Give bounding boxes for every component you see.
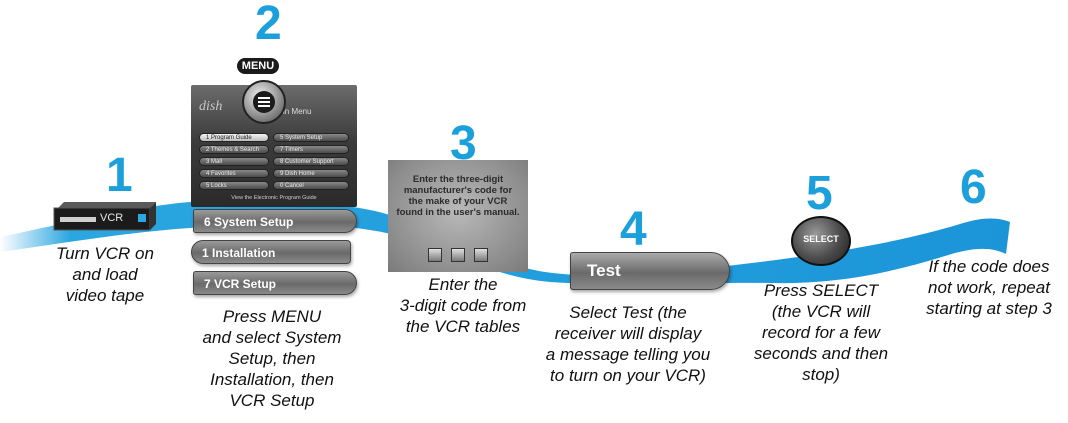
menu-remote-button[interactable] [242, 80, 286, 124]
menu-item-cancel[interactable]: 0 Cancel [273, 181, 349, 190]
menu-footer: View the Electronic Program Guide [231, 195, 317, 201]
menu-pill-installation[interactable]: 1 Installation [191, 240, 351, 264]
dish-logo: dish [199, 99, 223, 114]
menu-button[interactable]: MENU [237, 58, 279, 74]
step-caption-2: Press MENU and select System Setup, then… [202, 307, 342, 410]
menu-item-themes-search[interactable]: 2 Themes & Search [199, 145, 269, 154]
step-caption-6: If the code does not work, repeat starti… [926, 257, 1052, 318]
menu-item-locks[interactable]: 5 Locks [199, 181, 269, 190]
code-digit-2[interactable] [451, 248, 465, 262]
select-remote-button[interactable]: SELECT [791, 216, 851, 266]
code-digit-1[interactable] [428, 248, 442, 262]
menu-item-favorites[interactable]: 4 Favorites [199, 169, 269, 178]
step-caption-5: Press SELECT (the VCR will record for a … [753, 281, 889, 384]
select-button-label: SELECT [803, 234, 839, 244]
menu-button-label: MENU [241, 60, 275, 72]
code-entry-screen: Enter the three-digit manufacturer's cod… [388, 160, 528, 272]
menu-item-program-guide[interactable]: 1 Program Guide [199, 133, 269, 142]
vcr-label: VCR [100, 212, 124, 224]
code-instructions: Enter the three-digit manufacturer's cod… [396, 174, 520, 218]
menu-pill-vcr-setup[interactable]: 7 VCR Setup [193, 271, 357, 295]
step-number-1: 1 [106, 149, 133, 202]
menu-lines-icon [253, 91, 275, 113]
test-label: Test [587, 261, 621, 280]
main-menu-screen: dish in Menu 1 Program Guide 5 System Se… [191, 85, 357, 207]
step-number-2: 2 [255, 0, 282, 50]
test-button[interactable]: Test [570, 252, 730, 290]
step-number-6: 6 [960, 161, 987, 214]
menu-item-system-setup[interactable]: 5 System Setup [273, 133, 349, 142]
menu-item-dish-home[interactable]: 9 Dish Home [273, 169, 349, 178]
menu-title: in Menu [283, 107, 312, 116]
step-caption-1: Turn VCR on and load video tape [56, 244, 154, 305]
step-caption-3: Enter the 3-digit code from the VCR tabl… [399, 275, 527, 336]
menu-pill-system-setup[interactable]: 6 System Setup [193, 209, 357, 233]
menu-item-customer-support[interactable]: 8 Customer Support [273, 157, 349, 166]
step-number-3: 3 [450, 117, 477, 170]
menu-item-timers[interactable]: 7 Timers [273, 145, 349, 154]
step-number-5: 5 [806, 167, 833, 220]
step-number-4: 4 [620, 203, 647, 256]
step-caption-4: Select Test (the receiver will display a… [545, 303, 711, 385]
menu-item-mall[interactable]: 3 Mall [199, 157, 269, 166]
vcr-device: VCR [52, 202, 156, 232]
code-digit-3[interactable] [474, 248, 488, 262]
